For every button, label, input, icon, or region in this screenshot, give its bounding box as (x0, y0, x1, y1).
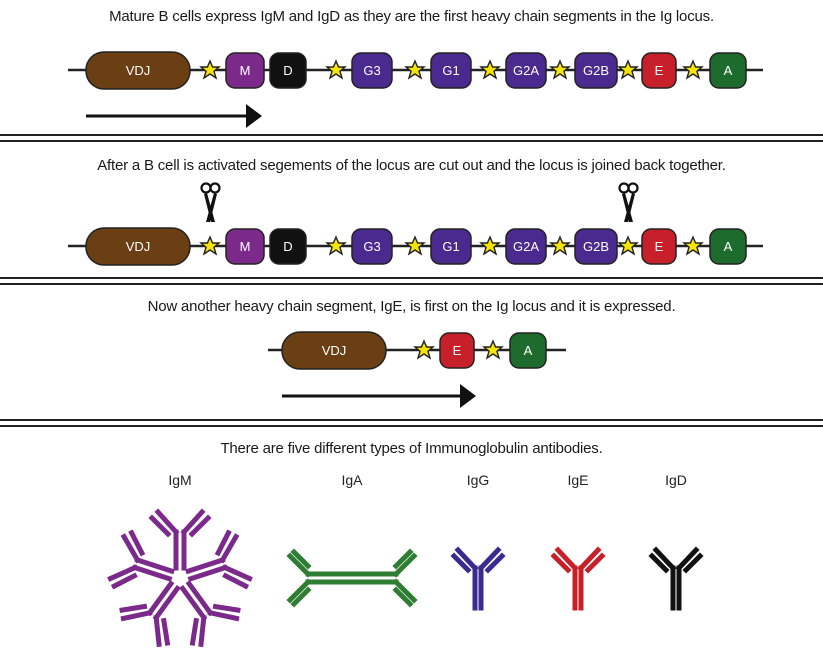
g2a-label: G2A (513, 63, 539, 78)
arrow-head (460, 384, 476, 408)
vdj-segment (85, 227, 191, 266)
panel3-caption: Now another heavy chain segment, IgE, is… (147, 298, 676, 315)
igm-antibody-icon (107, 508, 253, 648)
locus-panel2: VDJ M D G3 G1 G2A G2B E A (68, 182, 763, 266)
g2b-label: G2B (583, 63, 609, 78)
switch-star (200, 60, 220, 79)
g3-label: G3 (363, 63, 380, 78)
e-segment (641, 228, 677, 265)
arrow-head (246, 104, 262, 128)
switch-star (326, 236, 346, 255)
switch-star (326, 60, 346, 79)
switch-star (414, 340, 434, 359)
a-segment (509, 332, 547, 369)
switch-star (550, 236, 570, 255)
m-segment (225, 228, 265, 265)
g2b-segment (574, 52, 618, 89)
svg-text:A: A (724, 239, 733, 254)
switch-star (618, 236, 638, 255)
ige-antibody-icon (550, 546, 606, 611)
svg-text:D: D (283, 239, 292, 254)
igg-antibody-icon (450, 546, 506, 611)
svg-text:G1: G1 (442, 239, 459, 254)
svg-text:M: M (240, 239, 251, 254)
iga-antibody-icon (286, 548, 418, 608)
svg-text:E: E (453, 343, 462, 358)
vdj-segment (281, 331, 387, 370)
a-label: A (724, 63, 733, 78)
svg-text:A: A (524, 343, 533, 358)
panel1-caption: Mature B cells express IgM and IgD as th… (109, 8, 714, 25)
svg-text:G3: G3 (363, 239, 380, 254)
switch-star (405, 60, 425, 79)
igg-label: IgG (466, 472, 490, 488)
a-segment (709, 228, 747, 265)
igm-label: IgM (168, 472, 192, 488)
panel-divider (0, 277, 823, 285)
g3-segment (351, 228, 393, 265)
svg-text:VDJ: VDJ (322, 343, 347, 358)
switch-star (683, 236, 703, 255)
panel-divider (0, 134, 823, 142)
d-label: D (283, 63, 292, 78)
igd-label: IgD (665, 472, 687, 488)
g1-segment (430, 52, 472, 89)
g2a-segment (505, 52, 547, 89)
ige-label: IgE (567, 472, 589, 488)
e-segment (439, 332, 475, 369)
vdj-label: VDJ (126, 63, 151, 78)
svg-text:VDJ: VDJ (126, 239, 151, 254)
locus-panel3: VDJ E A (268, 331, 566, 408)
panel4-caption: There are five different types of Immuno… (220, 440, 603, 457)
panel-divider (0, 419, 823, 427)
e-segment (641, 52, 677, 89)
svg-text:E: E (655, 239, 664, 254)
vdj-segment (85, 51, 191, 90)
panel2-caption: After a B cell is activated segements of… (97, 157, 726, 174)
switch-star (480, 60, 500, 79)
svg-text:G2A: G2A (513, 239, 539, 254)
switch-star (200, 236, 220, 255)
switch-star (405, 236, 425, 255)
m-label: M (240, 63, 251, 78)
a-segment (709, 52, 747, 89)
d-segment (269, 228, 307, 265)
g2a-segment (505, 228, 547, 265)
d-segment (269, 52, 307, 89)
m-segment (225, 52, 265, 89)
g3-segment (351, 52, 393, 89)
g1-segment (430, 228, 472, 265)
switch-star (480, 236, 500, 255)
iga-label: IgA (341, 472, 363, 488)
g1-label: G1 (442, 63, 459, 78)
switch-star (618, 60, 638, 79)
scissors-icon (200, 182, 221, 222)
svg-text:G2B: G2B (583, 239, 609, 254)
g2b-segment (574, 228, 618, 265)
locus-panel1: VDJ M D G3 G1 G2A G2B E A (68, 51, 763, 128)
switch-star (550, 60, 570, 79)
switch-star (483, 340, 503, 359)
e-label: E (655, 63, 664, 78)
switch-star (683, 60, 703, 79)
igd-antibody-icon (648, 546, 704, 611)
scissors-icon (618, 182, 639, 222)
